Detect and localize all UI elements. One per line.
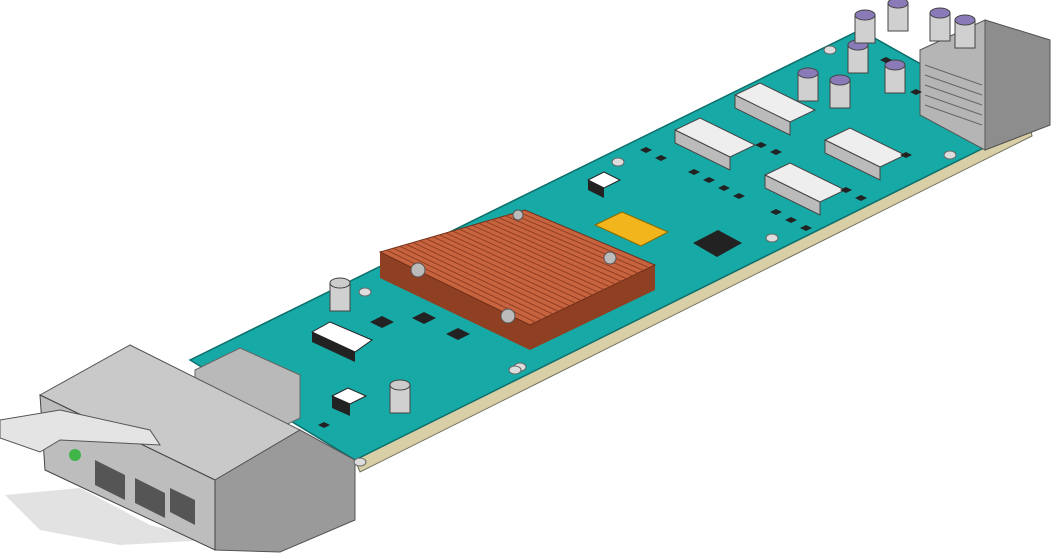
ic-chip [880, 57, 892, 63]
heatsink-fin [505, 215, 639, 274]
ic-chip [785, 217, 797, 223]
ic-chip [770, 149, 782, 155]
ic-chip [800, 225, 812, 231]
ic-chip [840, 187, 852, 193]
ic-chip [655, 155, 667, 161]
capacitor-top [389, 379, 411, 391]
ic-chip [770, 209, 782, 215]
ic-chip [640, 147, 652, 153]
capacitor-top [854, 9, 876, 21]
heatsink-fin [425, 238, 570, 307]
heatsink-fin [485, 220, 622, 282]
capacitor-top [797, 67, 819, 79]
heatsink-fin [478, 222, 616, 285]
ic-chip [318, 422, 330, 428]
mounting-hole [358, 287, 372, 297]
heatsink-fin [465, 226, 605, 291]
ic-chip [855, 195, 867, 201]
ethernet-port[interactable] [170, 488, 195, 525]
small-chips [318, 57, 922, 428]
heatsink-fin [498, 217, 633, 277]
heatsink-fin [439, 234, 582, 301]
ethernet-port[interactable] [95, 460, 125, 500]
ic-chip [900, 152, 912, 158]
capacitor-top [829, 74, 851, 86]
ic-chip [733, 193, 745, 199]
capacitor-top [884, 59, 906, 71]
heatsink-fin [399, 245, 548, 318]
capacitor [954, 14, 976, 49]
ic-chip [688, 169, 700, 175]
ethernet-port[interactable] [135, 478, 165, 518]
capacitor-top [954, 14, 976, 26]
heatsink-fin [412, 242, 559, 312]
capacitor [329, 277, 351, 312]
capacitor [929, 7, 951, 42]
capacitor [854, 9, 876, 44]
screw [410, 262, 426, 278]
controller-chip [693, 230, 742, 257]
screw [603, 251, 617, 265]
capacitor [389, 379, 411, 414]
heatsink-fin [518, 211, 650, 269]
heatsink [378, 209, 657, 350]
capacitor [829, 74, 851, 109]
ic-chip [718, 185, 730, 191]
capacitor [887, 0, 909, 32]
inductor-side [764, 174, 821, 216]
inductor-side [734, 94, 791, 136]
mounting-hole [823, 45, 837, 55]
heatsink-fin [406, 243, 553, 315]
heatsink-fin [472, 224, 610, 288]
ejector-lever[interactable] [0, 409, 161, 453]
heatsink-fin [458, 228, 599, 293]
heatsink-fin [491, 219, 627, 280]
rear-connector [919, 19, 1051, 151]
heatsink-fin [511, 213, 644, 271]
heatsink-fin [452, 230, 593, 296]
capacitor-top [887, 0, 909, 9]
ic-chip [412, 312, 436, 324]
capacitor [847, 39, 869, 74]
ic-chip [703, 177, 715, 183]
heatsink-fin [392, 247, 542, 320]
heatsink-fin [419, 240, 565, 310]
ic-chip [446, 328, 470, 340]
ic-chip [910, 89, 922, 95]
capacitor [797, 67, 819, 102]
capacitors [329, 0, 976, 414]
capacitor-top [929, 7, 951, 19]
inductors [673, 82, 907, 216]
capacitor-top [329, 277, 351, 289]
shadow [5, 488, 210, 545]
inductor-side [824, 139, 881, 181]
label-sticker [593, 211, 670, 247]
mounting-hole [943, 150, 957, 160]
mounting-hole [508, 365, 522, 375]
ic-chip [755, 142, 767, 148]
heatsink-fin [445, 232, 588, 299]
screw [512, 209, 524, 221]
pcb-board [188, 29, 1032, 461]
mounting-hole [353, 457, 367, 467]
ic-chip [370, 316, 394, 328]
screw [500, 308, 516, 324]
capacitor [884, 59, 906, 94]
mounting-hole [765, 233, 779, 243]
status-led [69, 449, 81, 461]
heatsink-fin [432, 236, 576, 304]
mounting-hole [611, 157, 625, 167]
inductor-side [674, 129, 731, 171]
